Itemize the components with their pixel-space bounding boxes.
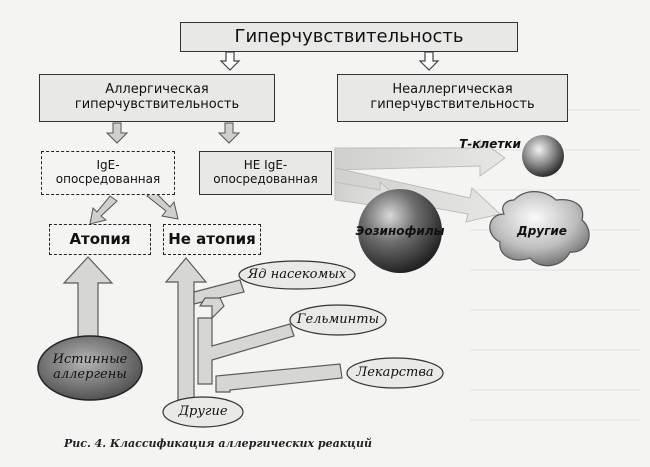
others-bottom-oval — [162, 396, 244, 428]
insect-venom-oval — [238, 260, 356, 290]
allergic-box: Аллергическая гиперчувствительность — [39, 74, 275, 122]
t-cells-label-wrap: Т-клетки — [458, 137, 522, 153]
drugs-oval — [346, 357, 444, 389]
non-ige-box: НЕ IgE- опосредованная — [199, 151, 332, 195]
helminths-label-wrap: Гельминты — [292, 311, 384, 329]
others-bottom-label-wrap: Другие — [165, 403, 241, 421]
drugs-label: Лекарства — [356, 364, 434, 380]
true-allergens-label-wrap: Истинные аллергены — [42, 348, 138, 388]
non-atopy-box: Не атопия — [163, 224, 261, 255]
non-atopy-label: Не атопия — [168, 229, 256, 248]
helminths-label: Гельминты — [296, 311, 380, 327]
nonallergic-label: Неаллергическая гиперчувствительность — [370, 82, 535, 112]
figure-caption: Рис. 4. Классификация аллергических реак… — [64, 437, 373, 450]
atopy-label: Атопия — [69, 229, 131, 248]
root-label: Гиперчувствительность — [234, 25, 464, 47]
true-allergens-oval — [37, 335, 143, 401]
drugs-label-wrap: Лекарства — [349, 364, 441, 382]
helminths-oval — [289, 304, 387, 336]
allergic-label: Аллергическая гиперчувствительность — [74, 82, 240, 112]
t-cells-label: Т-клетки — [459, 137, 521, 152]
other-cells-blob — [489, 191, 590, 267]
atopy-box: Атопия — [49, 224, 151, 255]
ige-box: IgE- опосредованная — [41, 151, 175, 195]
true-allergens-label: Истинные аллергены — [52, 352, 128, 382]
t-cell-sphere — [522, 135, 564, 177]
ige-split-arrows — [89, 190, 179, 225]
insect-venom-label: Яд насекомых — [247, 266, 347, 282]
ige-label: IgE- опосредованная — [55, 158, 161, 186]
eosinophils-label-wrap: Эозинофилы — [350, 224, 450, 240]
non-ige-label: НЕ IgE- опосредованная — [213, 158, 318, 186]
others-cell-label-wrap: Другие — [508, 224, 576, 240]
nonallergic-box: Неаллергическая гиперчувствительность — [337, 74, 568, 122]
insect-venom-label-wrap: Яд насекомых — [242, 266, 352, 284]
eosinophils-label: Эозинофилы — [355, 224, 445, 239]
others-cell-label: Другие — [517, 224, 567, 239]
allergen-arrows — [62, 256, 343, 401]
others-bottom-label: Другие — [178, 403, 228, 419]
root-arrows — [219, 51, 440, 71]
eosinophil-sphere — [358, 189, 442, 273]
allergic-arrows — [105, 122, 241, 144]
root-box: Гиперчувствительность — [180, 22, 518, 52]
